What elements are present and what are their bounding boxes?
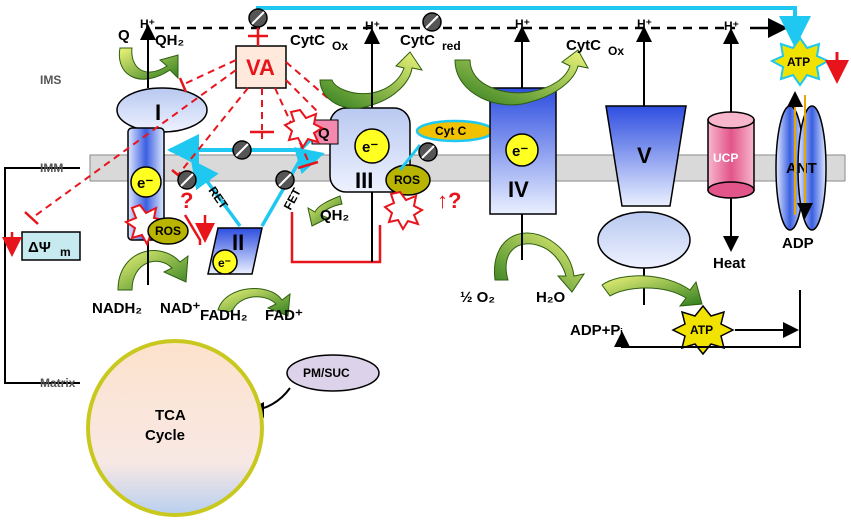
fadplus-label: FAD⁺ bbox=[265, 307, 303, 324]
ucp-top bbox=[707, 111, 755, 129]
va-label: VA bbox=[246, 55, 275, 80]
ros-c3 bbox=[385, 164, 431, 196]
qh2-c3-label: QH₂ bbox=[320, 207, 349, 224]
ant-label: ANT bbox=[786, 160, 817, 177]
q-qh2-curved-arrow-icon bbox=[118, 47, 179, 80]
q-left-label: Q bbox=[118, 27, 130, 44]
burst-icon-c3-top bbox=[283, 108, 325, 149]
electron-c4-label: e⁻ bbox=[512, 143, 528, 160]
electron-c2-label: e⁻ bbox=[218, 256, 231, 270]
delta-psi-label: ΔΨ bbox=[28, 239, 51, 256]
delta-psi-sub: m bbox=[60, 245, 71, 259]
complex-v-label: V bbox=[637, 143, 652, 168]
complex-i-label: I bbox=[155, 100, 161, 125]
inhibition-symbol-icon bbox=[418, 142, 438, 162]
region-ims-label: IMS bbox=[40, 73, 61, 87]
ros-feedback-path bbox=[290, 212, 382, 264]
adp-return-line bbox=[614, 290, 801, 348]
heat-label: Heat bbox=[713, 255, 746, 272]
inhibition-symbol-icon bbox=[248, 8, 268, 28]
complex-iv-label: IV bbox=[508, 177, 529, 202]
ucp-bottom bbox=[707, 181, 755, 199]
complex-iii-label: III bbox=[355, 168, 373, 193]
c3-to-cytc-line bbox=[398, 144, 422, 171]
electron-c3 bbox=[354, 128, 390, 164]
cytc-ox-1-sub: Ox bbox=[332, 39, 348, 53]
inhibition-symbol-icon bbox=[422, 12, 442, 32]
electron-c3-label: e⁻ bbox=[362, 139, 378, 156]
ucp-body bbox=[707, 119, 755, 191]
electron-c1 bbox=[130, 166, 162, 198]
nadplus-label: NAD⁺ bbox=[160, 300, 200, 317]
ros-c1 bbox=[147, 217, 189, 245]
up-question-label: ↑? bbox=[437, 188, 461, 213]
inhibition-symbol-icon bbox=[177, 170, 197, 190]
star-icon-atp-bottom bbox=[671, 304, 735, 356]
cytc-red-label: CytC bbox=[400, 32, 435, 49]
nadh-curved-arrow-icon bbox=[117, 250, 189, 291]
fet-path bbox=[260, 147, 325, 227]
hplus-c5: H⁺ bbox=[637, 17, 652, 31]
cytc-ox-1-label: CytC bbox=[290, 32, 325, 49]
tca-cycle-circle bbox=[86, 339, 264, 517]
half-o2-label: ½ O₂ bbox=[460, 289, 495, 306]
burst-icon-c3-bottom bbox=[383, 190, 425, 231]
qh2-c3-arrow-icon bbox=[307, 195, 343, 227]
question-left: ? bbox=[180, 188, 193, 213]
pm-suc-ellipse bbox=[286, 354, 380, 392]
ros-c3-label: ROS bbox=[394, 173, 420, 187]
c4-curved-arrow-icon bbox=[454, 49, 589, 106]
c3-curved-arrow-icon bbox=[319, 51, 424, 109]
hplus-c4: H⁺ bbox=[515, 17, 530, 31]
membrane-potential-box bbox=[21, 231, 81, 261]
electron-c2 bbox=[212, 249, 238, 275]
cytc-red-sub: red bbox=[442, 39, 461, 53]
cytc-ox-2-sub: Ox bbox=[608, 44, 624, 58]
inhibition-symbol-icons bbox=[177, 8, 442, 190]
c4-matrix-arrow-icon bbox=[493, 232, 586, 293]
nadh2-label: NADH₂ bbox=[92, 300, 142, 317]
atp-bottom-label: ATP bbox=[690, 323, 713, 337]
cytc-label: Cyt C bbox=[435, 124, 467, 138]
inhibition-symbol-icon bbox=[232, 140, 252, 160]
atp-synthesis-arrow-icon bbox=[601, 275, 703, 307]
hplus-ucp: H⁺ bbox=[724, 19, 739, 33]
region-bracket bbox=[4, 167, 80, 384]
electron-c4 bbox=[505, 133, 539, 167]
fadh2-label: FADH₂ bbox=[200, 307, 248, 324]
hplus-c1: H⁺ bbox=[140, 17, 155, 31]
ros-c1-label: ROS bbox=[155, 224, 181, 238]
qh2-left-label: QH₂ bbox=[155, 32, 184, 49]
electron-c1-label: e⁻ bbox=[137, 175, 153, 192]
fadh-curved-arrow-icon bbox=[217, 288, 291, 317]
h2o-label: H₂O bbox=[536, 289, 565, 306]
complex-v-fo bbox=[605, 105, 687, 207]
cytc-ox-2-label: CytC bbox=[566, 37, 601, 54]
tca-line1: TCA bbox=[155, 407, 186, 424]
adp-pi-label: ADP+Pᵢ bbox=[570, 322, 623, 339]
complex-i-head bbox=[116, 87, 208, 133]
pm-suc-label: PM/SUC bbox=[303, 366, 350, 380]
star-icon-atp-top bbox=[769, 36, 831, 87]
va-box bbox=[235, 45, 287, 89]
ucp-label: UCP bbox=[713, 151, 738, 165]
hplus-c3: H⁺ bbox=[365, 19, 380, 33]
ret-path bbox=[190, 159, 242, 228]
atp-top-label: ATP bbox=[787, 55, 810, 69]
tca-line2: Cycle bbox=[145, 427, 185, 444]
complex-v-f1 bbox=[597, 211, 691, 269]
region-matrix-label: Matrix bbox=[40, 376, 76, 390]
complex-ii-label: II bbox=[232, 230, 244, 255]
adp-label: ADP bbox=[782, 235, 814, 252]
inhibition-symbol-icon bbox=[275, 170, 295, 190]
region-imm-label: IMM bbox=[40, 161, 63, 175]
